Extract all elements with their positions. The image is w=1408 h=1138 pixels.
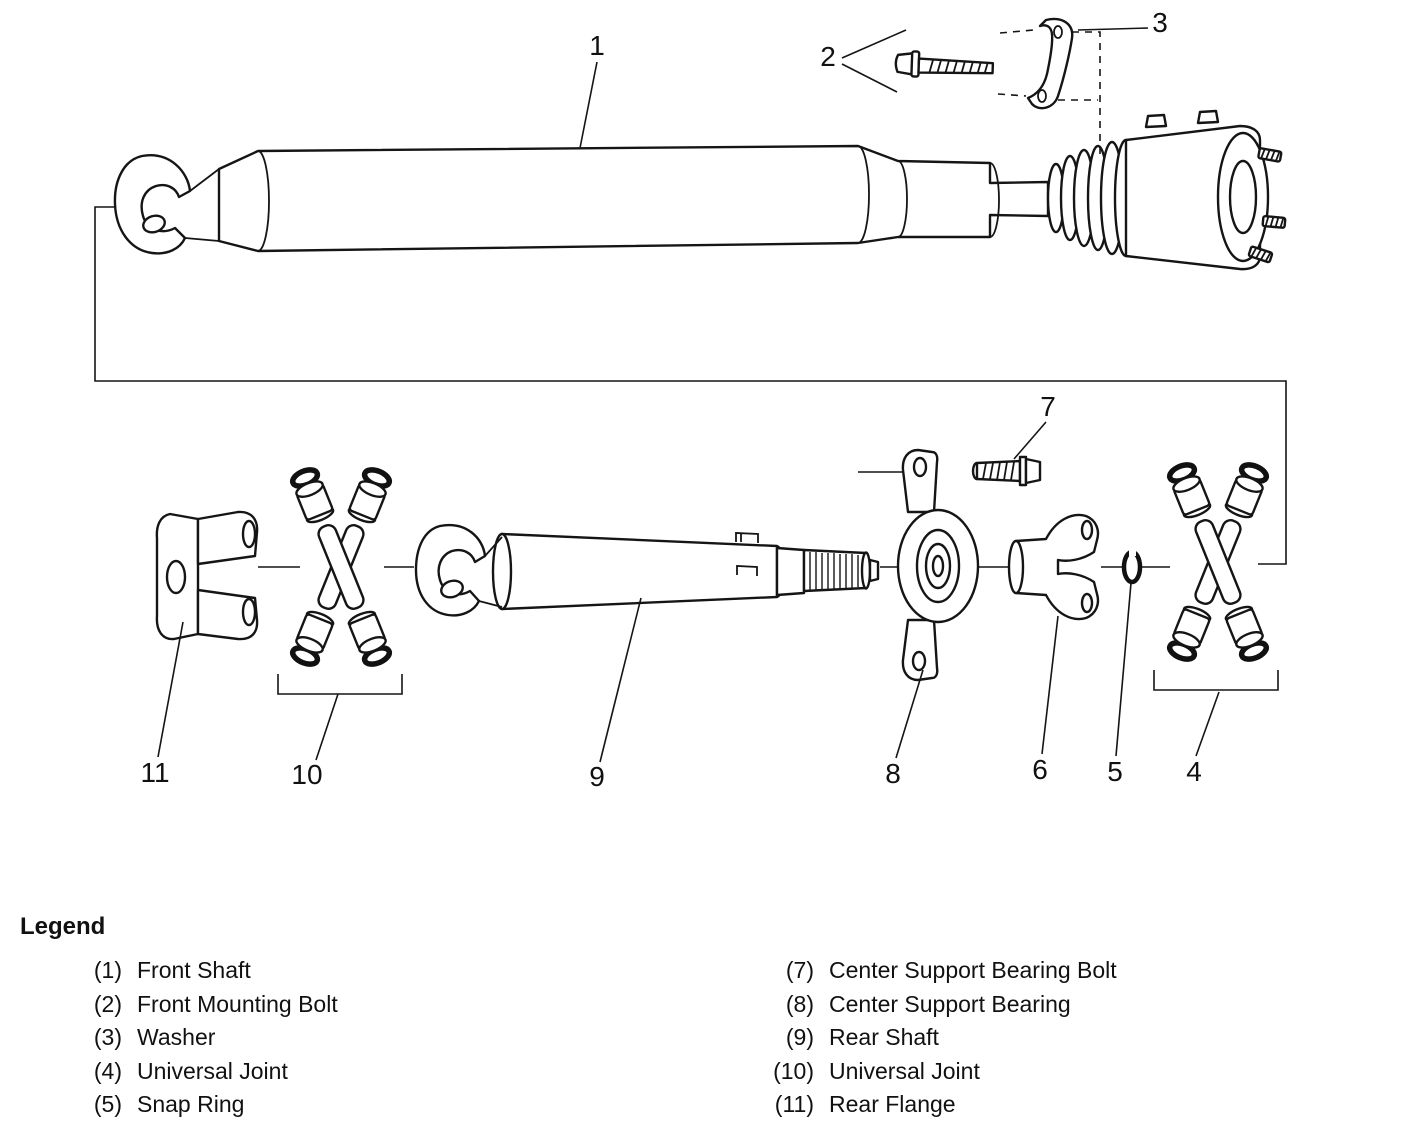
legend-item-label: Washer [137, 1024, 216, 1050]
legend-item-label: Rear Shaft [829, 1024, 939, 1050]
legend-item-label: Front Shaft [137, 957, 251, 983]
legend-column-right: (7) Center Support Bearing Bolt (8) Cent… [752, 957, 1117, 1125]
callout-1: 1 [589, 30, 605, 61]
legend-item-number: (9) [785, 1024, 814, 1050]
legend-item-label: Front Mounting Bolt [137, 990, 338, 1017]
legend-item-label: Center Support Bearing [829, 990, 1071, 1017]
legend-item-4: (4) Universal Joint [60, 1058, 338, 1092]
legend-column-left: (1) Front Shaft (2) Front Mounting Bolt … [60, 957, 338, 1125]
front-mounting-bolts-part [894, 0, 1006, 81]
legend-item-number: (4) [93, 1057, 122, 1084]
rear-flange-part [155, 510, 259, 641]
rear-shaft-part [414, 523, 880, 617]
callout-2: 2 [820, 41, 836, 72]
callout-7: 7 [1040, 391, 1056, 422]
snap-ring-part [1121, 549, 1143, 585]
callout-11: 11 [140, 757, 169, 788]
legend-item-number: (7) [785, 957, 814, 983]
universal-joint-4-part [1153, 461, 1279, 691]
legend-item-11: (11) Rear Flange [752, 1091, 1117, 1125]
callout-4: 4 [1186, 756, 1202, 787]
legend-item-9: (9) Rear Shaft [752, 1024, 1117, 1058]
legend-item-number: (2) [93, 990, 122, 1017]
legend-item-1: (1) Front Shaft [60, 957, 338, 991]
universal-joint-10-part [277, 466, 403, 695]
callout-3: 3 [1152, 7, 1168, 38]
callout-10: 10 [291, 759, 322, 790]
legend-item-5: (5) Snap Ring [60, 1091, 338, 1125]
legend-item-label: Universal Joint [137, 1057, 288, 1084]
front-shaft-part [113, 109, 1287, 271]
legend-item-8: (8) Center Support Bearing [752, 991, 1117, 1025]
callout-8: 8 [885, 758, 901, 789]
callout-9: 9 [589, 761, 605, 792]
callout-5: 5 [1107, 756, 1123, 787]
legend-item-number: (11) [774, 1091, 814, 1117]
legend-item-number: (10) [773, 1057, 814, 1084]
exploded-diagram: 1 2 3 7 11 10 9 8 6 5 4 [94, 0, 1287, 792]
legend-item-number: (8) [785, 990, 814, 1017]
legend-item-number: (3) [93, 1024, 122, 1050]
legend-item-2: (2) Front Mounting Bolt [60, 991, 338, 1025]
callout-6: 6 [1032, 754, 1048, 785]
legend-item-label: Rear Flange [829, 1091, 956, 1117]
callout-leader-lines [157, 27, 1220, 763]
legend-item-label: Center Support Bearing Bolt [829, 957, 1117, 983]
legend-item-number: (5) [93, 1091, 122, 1117]
legend-item-label: Universal Joint [829, 1057, 980, 1084]
legend-heading: Legend [20, 913, 106, 940]
legend-item-number: (1) [93, 957, 122, 983]
callout-numbers: 1 2 3 7 11 10 9 8 6 5 4 [140, 7, 1201, 792]
center-support-bearing-part [858, 448, 980, 682]
legend-item-label: Snap Ring [137, 1091, 245, 1117]
legend-item-7: (7) Center Support Bearing Bolt [752, 957, 1117, 991]
center-support-bearing-bolt-part [971, 455, 1042, 487]
legend-item-10: (10) Universal Joint [752, 1058, 1117, 1092]
washer-part [997, 17, 1101, 154]
legend-item-3: (3) Washer [60, 1024, 338, 1058]
slip-yoke-part [1007, 513, 1100, 621]
assembly-routing-line [94, 206, 1287, 565]
